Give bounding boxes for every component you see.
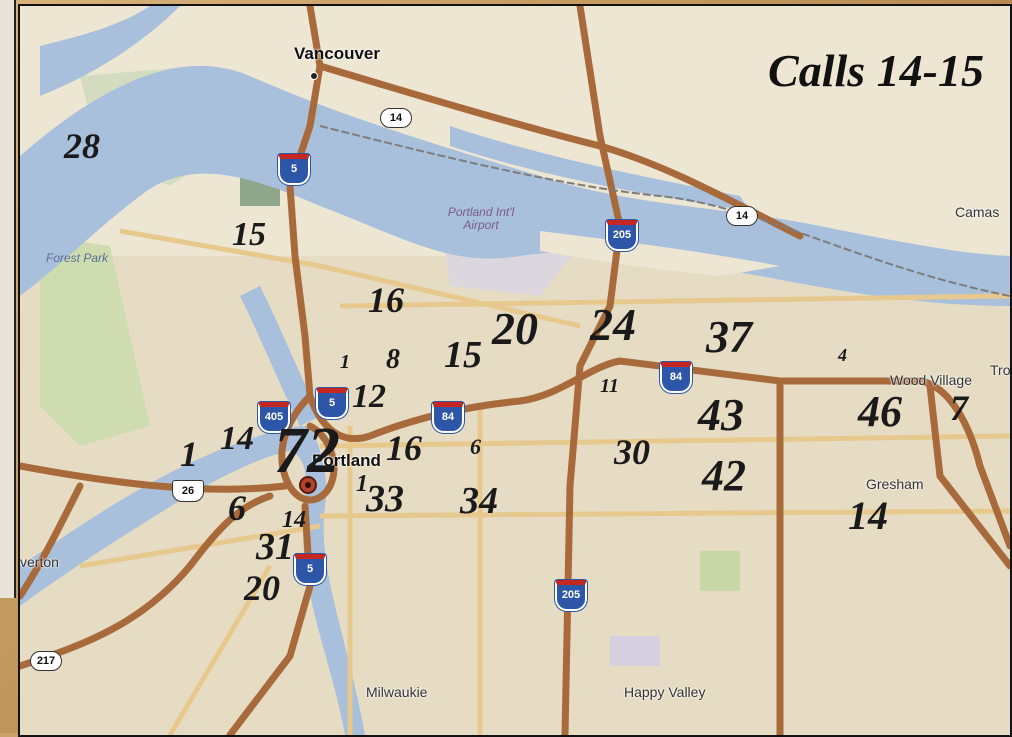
i205-route — [561, 6, 624, 735]
place-gresham: Gresham — [866, 476, 924, 492]
call-count: 14 — [848, 493, 888, 538]
vancouver-dot — [310, 72, 318, 80]
place-wood-village: Wood Village — [890, 372, 972, 388]
columbia-river — [20, 65, 1010, 306]
i5-north-shield: 5 — [278, 154, 310, 185]
place-happy-valley: Happy Valley — [624, 684, 706, 700]
i5-south-route — [226, 502, 314, 735]
call-count: 6 — [470, 434, 481, 459]
call-count: 33 — [366, 478, 404, 520]
sr217-route — [20, 492, 274, 670]
call-count: 12 — [352, 378, 386, 415]
i84-west-shield: 84 — [432, 402, 464, 433]
call-count: 42 — [702, 451, 746, 500]
previous-slide-edge — [0, 0, 16, 598]
call-count: 1 — [356, 471, 368, 497]
call-count: 8 — [386, 344, 400, 375]
call-count: 14 — [282, 507, 306, 533]
place-vancouver: Vancouver — [294, 44, 380, 63]
call-count: 11 — [600, 375, 619, 397]
us26-route — [20, 462, 289, 493]
call-count: 30 — [614, 432, 650, 472]
call-count: 43 — [698, 389, 744, 440]
call-count: 28 — [64, 126, 100, 166]
i205-south-shield: 205 — [555, 580, 587, 611]
call-count-downtown: 72 — [274, 414, 340, 487]
call-count: 16 — [386, 428, 422, 468]
call-count: 6 — [228, 488, 246, 528]
forest-park-area — [40, 236, 150, 446]
sr217-shield: 217 — [30, 651, 62, 671]
map-view[interactable]: Vancouver Portland Camas Wood Village Tr… — [18, 4, 1012, 737]
downtown-loop — [278, 392, 338, 504]
place-forest-park: Forest Park — [46, 251, 109, 265]
sr14-west-shield: 14 — [380, 108, 412, 128]
map-title: Calls 14-15 — [768, 45, 984, 96]
i405-shield: 405 — [258, 402, 290, 433]
call-count: 46 — [858, 387, 902, 436]
i84-east-shield: 84 — [660, 362, 692, 393]
call-count: 16 — [368, 280, 404, 320]
call-count: 37 — [706, 311, 752, 362]
rail-line — [319, 125, 1010, 297]
call-count: 24 — [590, 299, 636, 350]
call-count: 20 — [492, 303, 538, 354]
call-count: 20 — [244, 568, 280, 608]
call-count: 15 — [444, 334, 482, 376]
call-count: 7 — [950, 388, 968, 428]
place-camas: Camas — [955, 204, 1000, 220]
call-count: 14 — [220, 420, 254, 457]
basemap — [20, 6, 1010, 735]
place-airport: Portland Int'l Airport — [447, 205, 515, 232]
place-milwaukie: Milwaukie — [366, 684, 428, 700]
i205-north-shield: 205 — [606, 220, 638, 251]
call-count: 1 — [180, 434, 198, 474]
place-troutdale: Trou — [990, 362, 1011, 378]
i5-south-shield: 5 — [294, 554, 326, 585]
call-count: 4 — [838, 345, 847, 365]
place-beaverton: verton — [20, 554, 59, 570]
call-count: 1 — [340, 351, 350, 373]
call-count: 34 — [460, 480, 498, 522]
sr14-east-shield: 14 — [726, 206, 758, 226]
call-count: 15 — [232, 216, 266, 253]
sr14-route — [316, 62, 804, 240]
us26-shield: 26 — [172, 480, 204, 502]
i5-central-shield: 5 — [316, 388, 348, 419]
call-count: 31 — [256, 526, 294, 568]
i84-route — [306, 357, 1010, 550]
place-portland: Portland — [312, 451, 381, 470]
